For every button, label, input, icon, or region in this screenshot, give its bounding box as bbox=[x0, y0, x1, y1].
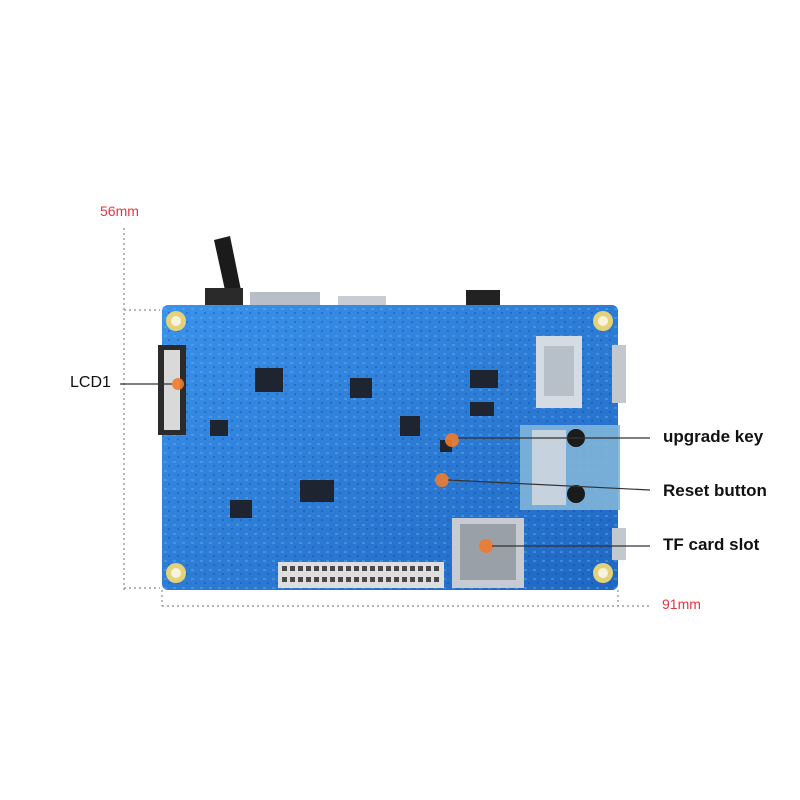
gpio-pin bbox=[386, 577, 391, 582]
gpio-pin bbox=[322, 577, 327, 582]
gpio-pin bbox=[282, 566, 287, 571]
gpio-pin bbox=[386, 566, 391, 571]
gpio-pin bbox=[410, 577, 415, 582]
gpio-pin bbox=[394, 566, 399, 571]
gpio-pin bbox=[322, 566, 327, 571]
reset-button-marker bbox=[435, 473, 449, 487]
gpio-pin bbox=[330, 566, 335, 571]
lcd-marker bbox=[172, 378, 184, 390]
gpio-pin bbox=[330, 577, 335, 582]
network-ports bbox=[520, 336, 626, 560]
chips bbox=[210, 368, 498, 518]
width-dimension-label: 91mm bbox=[662, 596, 701, 612]
gpio-pin bbox=[338, 577, 343, 582]
width-dimension-line bbox=[161, 590, 650, 607]
gpio-pin bbox=[306, 566, 311, 571]
upgrade-key-marker bbox=[445, 433, 459, 447]
gpio-pin bbox=[362, 577, 367, 582]
mounting-holes bbox=[166, 311, 613, 583]
leader-lines bbox=[120, 383, 651, 547]
gpio-pin bbox=[354, 566, 359, 571]
gpio-header bbox=[278, 562, 444, 588]
antenna-cable bbox=[205, 236, 243, 308]
tf-card-slot-component bbox=[452, 518, 524, 588]
gpio-pin bbox=[418, 577, 423, 582]
upgrade-key-label: upgrade key bbox=[663, 427, 764, 446]
gpio-pin bbox=[426, 566, 431, 571]
gpio-pin bbox=[402, 566, 407, 571]
gpio-pin bbox=[314, 566, 319, 571]
gpio-pin bbox=[418, 566, 423, 571]
gpio-pin bbox=[378, 566, 383, 571]
gpio-pin bbox=[362, 566, 367, 571]
gpio-pin bbox=[306, 577, 311, 582]
gpio-pin bbox=[370, 577, 375, 582]
gpio-pin bbox=[370, 566, 375, 571]
markers bbox=[172, 378, 493, 553]
gpio-pin bbox=[282, 577, 287, 582]
gpio-pin bbox=[434, 566, 439, 571]
tf-card-marker bbox=[479, 539, 493, 553]
gpio-pin bbox=[378, 577, 383, 582]
gpio-pin bbox=[410, 566, 415, 571]
tf-card-slot-label: TF card slot bbox=[663, 535, 760, 554]
gpio-pin bbox=[314, 577, 319, 582]
gpio-pin bbox=[394, 577, 399, 582]
gpio-pin bbox=[290, 577, 295, 582]
gpio-pin bbox=[354, 577, 359, 582]
gpio-pin bbox=[434, 577, 439, 582]
height-dimension-line bbox=[123, 228, 160, 590]
gpio-pin bbox=[346, 577, 351, 582]
gpio-pin bbox=[338, 566, 343, 571]
gpio-pin bbox=[402, 577, 407, 582]
gpio-pin bbox=[298, 577, 303, 582]
lcd-label: LCD1 bbox=[70, 374, 111, 391]
gpio-pin bbox=[298, 566, 303, 571]
gpio-pin bbox=[290, 566, 295, 571]
gpio-pin bbox=[426, 577, 431, 582]
reset-button-label: Reset button bbox=[663, 481, 767, 500]
height-dimension-label: 56mm bbox=[100, 203, 139, 219]
gpio-pin bbox=[346, 566, 351, 571]
